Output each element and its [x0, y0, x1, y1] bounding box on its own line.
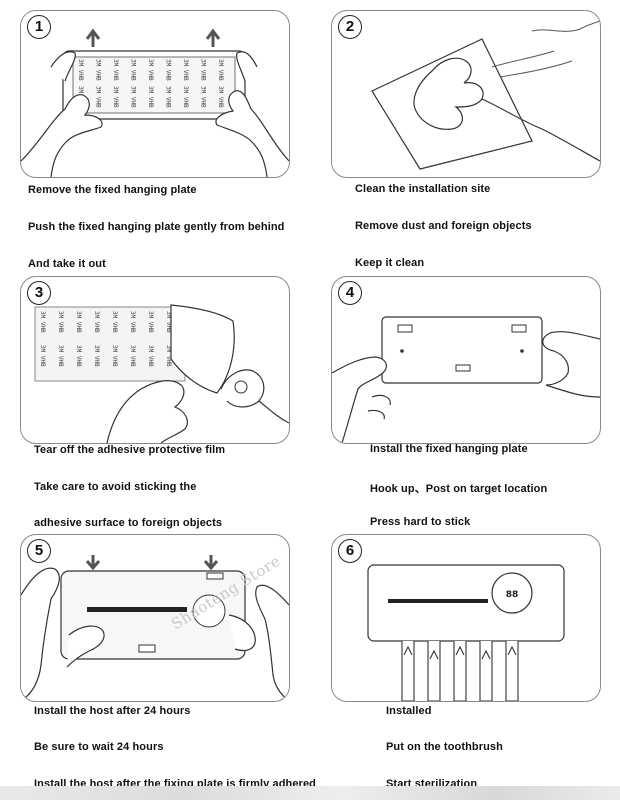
- vhb-tape-label: 3M VHB: [147, 345, 154, 367]
- clean-surface-illustration: [332, 11, 600, 177]
- vhb-tape-label: 3M VHB: [129, 311, 136, 333]
- vhb-tape-label: 3M VHB: [95, 86, 102, 108]
- vhb-tape-label: 3M VHB: [57, 345, 64, 367]
- vhb-tape-label: 3M VHB: [200, 59, 207, 81]
- vhb-tape-label: 3M VHB: [130, 86, 137, 108]
- step-3-caption-line-1: Tear off the adhesive protective film: [34, 444, 225, 456]
- vhb-tape-label: 3M VHB: [39, 345, 46, 367]
- step-1-illustration: 3M VHB 3M VHB 3M VHB 3M VHB 3M VHB 3M VHB 3M V…: [20, 10, 290, 178]
- step-3-caption-line-3: adhesive surface to foreign objects: [34, 517, 222, 529]
- step-3-caption-line-2: Take care to avoid sticking the: [34, 481, 196, 493]
- vhb-tape-label: 3M VHB: [57, 311, 64, 333]
- step-4-caption-line-2: Hook up、Post on target location: [370, 480, 547, 496]
- vhb-tape-label: 3M VHB: [147, 86, 154, 108]
- step-4-caption-line-1: Install the fixed hanging plate: [370, 443, 528, 455]
- step-1-caption-line-1: Remove the fixed hanging plate: [28, 184, 197, 196]
- step-number-badge: 3: [27, 281, 51, 305]
- vhb-tape-label: 3M VHB: [111, 311, 118, 333]
- installed-unit-illustration: 88: [332, 535, 600, 701]
- step-number-badge: 6: [338, 539, 362, 563]
- step-number-badge: 1: [27, 15, 51, 39]
- step-6-caption-line-1: Installed: [386, 705, 432, 717]
- vhb-tape-label: 3M VHB: [147, 311, 154, 333]
- step-number-badge: 2: [338, 15, 362, 39]
- vhb-tape-label: 3M VHB: [93, 345, 100, 367]
- step-2-caption-line-2: Remove dust and foreign objects: [355, 220, 532, 232]
- vhb-tape-label: 3M VHB: [111, 345, 118, 367]
- vhb-tape-label: 3M VHB: [130, 59, 137, 81]
- step-5-caption-line-1: Install the host after 24 hours: [34, 705, 191, 717]
- vhb-tape-label: 3M VHB: [217, 59, 224, 81]
- vhb-tape-label: 3M VHB: [200, 86, 207, 108]
- vhb-tape-label: 3M VHB: [39, 311, 46, 333]
- vhb-tape-label: 3M VHB: [165, 59, 172, 81]
- step-3-illustration: 3M VHB 3M VHB 3M VHB 3M VHB 3M VHB 3M VHB 3M V…: [20, 276, 290, 444]
- vhb-tape-label: 3M VHB: [95, 59, 102, 81]
- vhb-tape-label: 3M VHB: [75, 345, 82, 367]
- step-2-illustration: 2: [331, 10, 601, 178]
- vhb-tape-label: 3M VHB: [165, 86, 172, 108]
- mount-plate-illustration: [332, 277, 600, 443]
- vhb-tape-label: 3M VHB: [112, 86, 119, 108]
- vhb-tape-label: 3M VHB: [182, 86, 189, 108]
- vhb-tape-label: 3M VHB: [147, 59, 154, 81]
- peel-film-illustration: 3M VHB 3M VHB 3M VHB 3M VHB 3M VHB 3M VHB 3M V…: [21, 277, 289, 443]
- vhb-tape-label: 3M VHB: [129, 345, 136, 367]
- display-readout: 88: [506, 590, 519, 600]
- step-number-badge: 4: [338, 281, 362, 305]
- vhb-tape-label: 3M VHB: [182, 59, 189, 81]
- vhb-tape-label: 3M VHB: [93, 311, 100, 333]
- vhb-tape-label: 3M VHB: [77, 59, 84, 81]
- step-6-caption-line-2: Put on the toothbrush: [386, 741, 503, 753]
- step-number-badge: 5: [27, 539, 51, 563]
- vhb-tape-label: 3M VHB: [112, 59, 119, 81]
- step-5-caption-line-2: Be sure to wait 24 hours: [34, 741, 164, 753]
- step-2-caption-line-1: Clean the installation site: [355, 183, 490, 195]
- step-6-illustration: 88 6: [331, 534, 601, 702]
- remove-plate-illustration: 3M VHB 3M VHB 3M VHB 3M VHB 3M VHB 3M VHB 3M V…: [21, 11, 289, 177]
- vhb-tape-label: 3M VHB: [75, 311, 82, 333]
- step-5-illustration: 5: [20, 534, 290, 702]
- step-4-illustration: 4: [331, 276, 601, 444]
- step-4-caption-line-3: Press hard to stick: [370, 516, 470, 528]
- vhb-tape-label: 3M VHB: [217, 86, 224, 108]
- install-host-illustration: [21, 535, 289, 701]
- step-2-caption-line-3: Keep it clean: [355, 257, 424, 269]
- step-1-caption-line-2: Push the fixed hanging plate gently from…: [28, 221, 285, 233]
- step-1-caption-line-3: And take it out: [28, 258, 106, 270]
- footer-texture-strip: [0, 786, 620, 800]
